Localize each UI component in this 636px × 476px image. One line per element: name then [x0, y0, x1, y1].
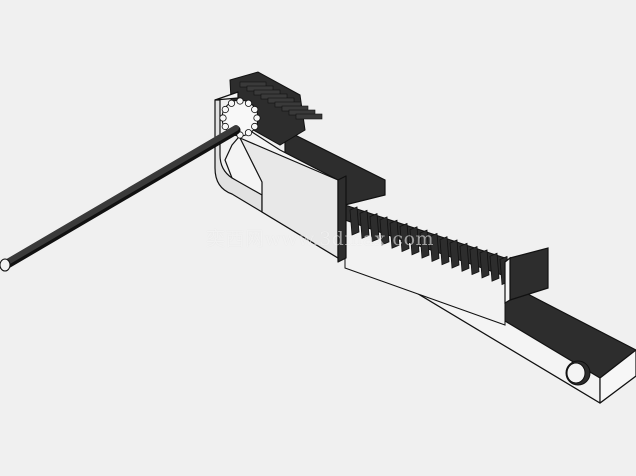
gear-teeth	[239, 81, 323, 120]
pinion-tooth	[244, 129, 253, 137]
rack-tooth	[439, 236, 450, 266]
rack-tooth	[389, 219, 400, 249]
pinion-tooth	[221, 105, 229, 114]
watermark-text: 奕西网www.3dmax.com	[206, 228, 435, 250]
pinion-front-face	[219, 97, 261, 139]
rack-tooth	[409, 226, 420, 256]
pinion-tooth	[251, 105, 259, 114]
gear-tooth	[295, 113, 323, 120]
rack-tooth	[349, 206, 360, 236]
rack	[344, 204, 510, 326]
axle-knob	[565, 360, 591, 386]
rack-tooth	[459, 242, 470, 272]
pinion-tooth	[253, 114, 261, 122]
rack-tooth	[449, 239, 460, 269]
end-stop-block	[504, 247, 549, 305]
rack-tooth	[489, 252, 500, 282]
rack-tooth	[359, 209, 370, 239]
rack-tooth	[369, 213, 380, 243]
crank-rod	[0, 125, 241, 272]
rack-tooth	[419, 229, 430, 259]
pinion-tooth	[244, 99, 253, 107]
rack-tooth	[479, 249, 490, 279]
pinion-tooth	[236, 97, 244, 105]
rack-tooth	[379, 216, 390, 246]
rack-tooth	[429, 232, 440, 262]
rack-tooth	[399, 222, 410, 253]
pinion-front-teeth	[219, 97, 261, 139]
pinion-tooth	[251, 122, 259, 131]
rack-teeth	[349, 206, 510, 286]
pinion-tooth	[221, 122, 229, 131]
rack-tooth	[469, 246, 480, 276]
pinion-tooth	[219, 114, 227, 122]
pinion-tooth	[227, 99, 236, 107]
